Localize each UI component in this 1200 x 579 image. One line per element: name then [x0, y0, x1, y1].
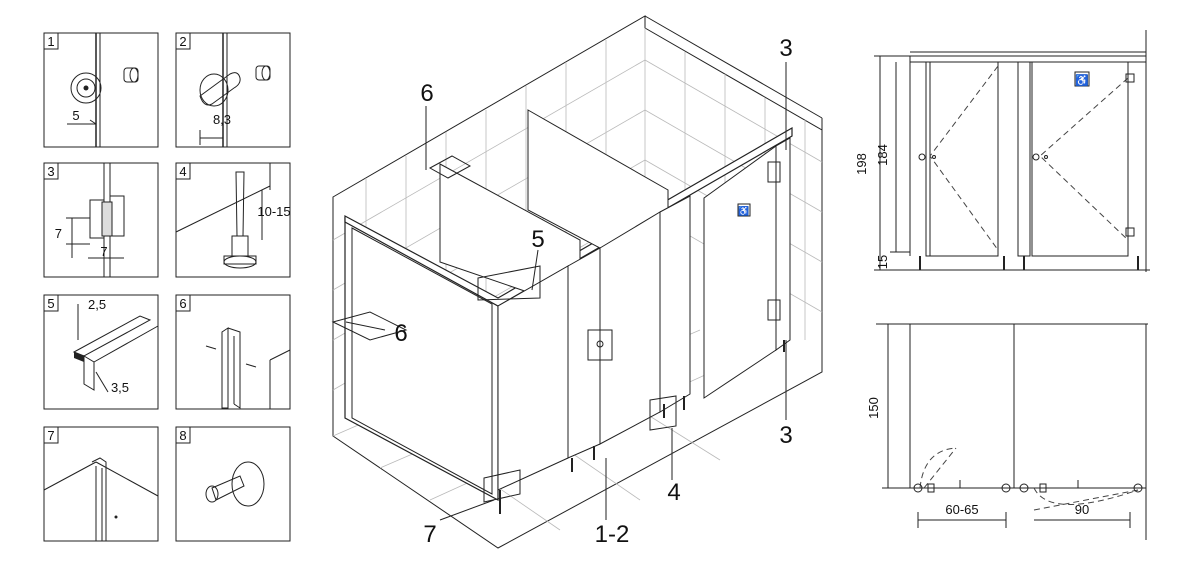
adjustable-legs: [499, 340, 785, 514]
panel-number: 3: [47, 164, 54, 179]
panel-number: 2: [179, 34, 186, 49]
callout-label: 4: [667, 479, 680, 506]
detail-panel-8: 8: [175, 426, 291, 542]
detail-panel-5: 5 2,5 3,5: [43, 294, 159, 410]
callout-label: 3: [779, 35, 792, 62]
dimension-label: 184: [875, 144, 890, 166]
panel-number: 4: [179, 164, 186, 179]
panel-number: 1: [47, 34, 54, 49]
dimension-label: 3,5: [111, 380, 129, 395]
accessibility-icon: ♿: [738, 205, 749, 216]
panel-number: 8: [179, 428, 186, 443]
detail-panel-6: 6: [175, 294, 291, 410]
dimension-label: 7: [55, 226, 62, 241]
callout-label: 1-2: [595, 521, 630, 548]
dimension-label: 15: [875, 255, 890, 269]
callout-label: 5: [531, 226, 544, 253]
panel-number: 6: [179, 296, 186, 311]
detail-panel-1: 1 5: [43, 32, 159, 148]
callout-label: 6: [420, 80, 433, 107]
dimension-label: 5: [72, 108, 79, 123]
dimension-label: 7: [100, 244, 107, 259]
detail-panel-2: 2 8,3: [175, 32, 291, 148]
panel-number: 7: [47, 428, 54, 443]
callout-label: 7: [423, 521, 436, 548]
front-elevation-view: ♿ 198 184 15: [854, 30, 1150, 272]
callout-label: 6: [394, 320, 407, 347]
dimension-label: 60-65: [945, 502, 978, 517]
dimension-label: 8,3: [213, 112, 231, 127]
dimension-label: 150: [866, 397, 881, 419]
dimension-label: 10-15: [257, 204, 290, 219]
dimension-label: 198: [854, 153, 869, 175]
isometric-cubicle-drawing: ♿ 6 5 6 3 3: [331, 15, 823, 549]
dimension-label: 2,5: [88, 297, 106, 312]
detail-panel-4: 4 10-15: [175, 162, 291, 278]
accessibility-icon: ♿: [1075, 74, 1089, 87]
panel-number: 5: [47, 296, 54, 311]
detail-panel-7: 7: [43, 426, 159, 542]
callout-label: 3: [779, 422, 792, 449]
detail-panels: 1 5 2 8,3: [43, 32, 291, 542]
dimension-label: 90: [1075, 502, 1089, 517]
detail-panel-3: 3 7 7: [43, 162, 159, 278]
plan-view: 150 60-65 90: [866, 323, 1148, 540]
